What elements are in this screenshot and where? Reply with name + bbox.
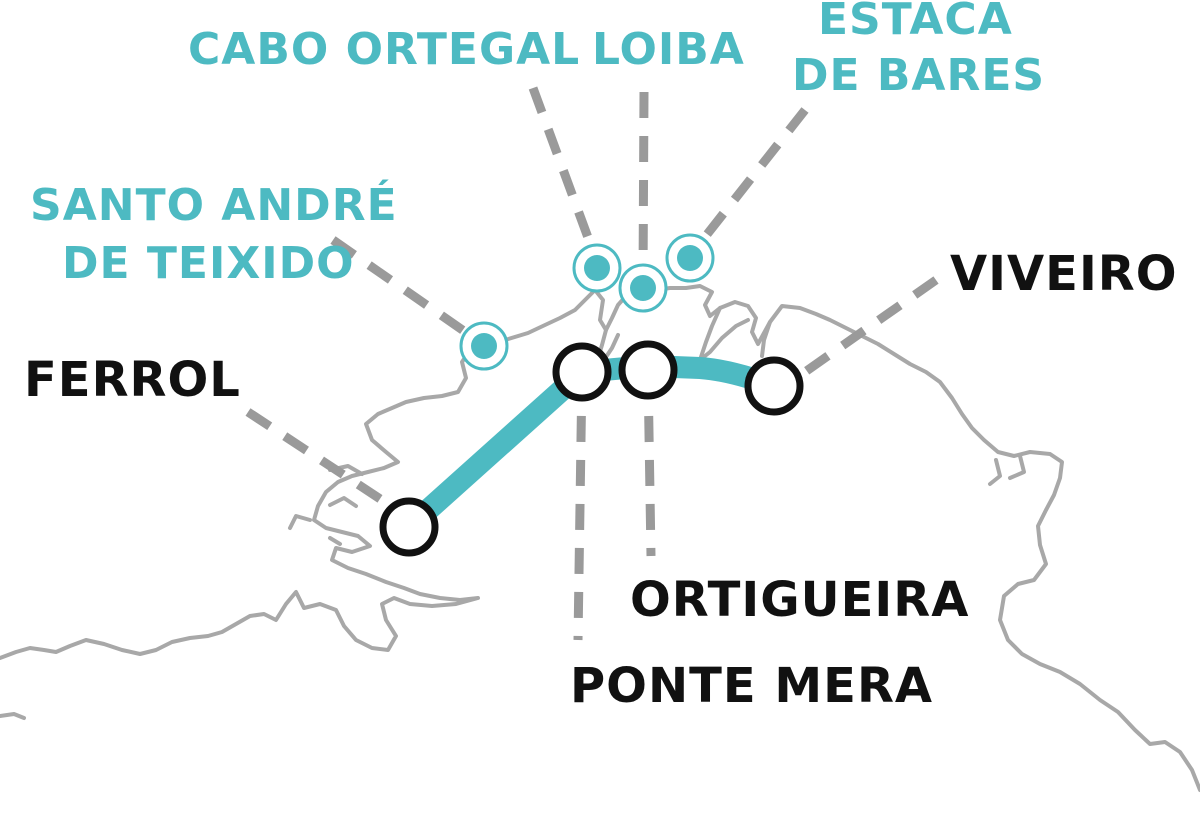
label-cabo-ortegal: CABO ORTEGAL: [188, 24, 580, 75]
stop-marker-ponte-mera[interactable]: [552, 342, 612, 402]
leader-viveiro: [802, 276, 939, 376]
poi-marker-santo-andre[interactable]: [459, 321, 509, 371]
stop-markers: [379, 340, 804, 557]
poi-labels: CABO ORTEGAL LOIBA ESTACA DE BARES SANTO…: [30, 0, 1045, 289]
leader-estaca-de-bares: [686, 107, 809, 259]
stop-marker-ortigueira[interactable]: [618, 340, 678, 400]
label-estaca-de-bares-line2: DE BARES: [792, 50, 1045, 101]
poi-marker-loiba[interactable]: [618, 263, 668, 313]
poi-marker-cabo-ortegal[interactable]: [572, 243, 622, 293]
coastline-rias: [288, 454, 1026, 546]
label-ponte-mera: PONTE MERA: [570, 658, 933, 714]
leader-cabo-ortegal: [528, 86, 602, 264]
leader-ortigueira: [643, 371, 656, 557]
stop-labels: FERROL VIVEIRO ORTIGUEIRA PONTE MERA: [24, 246, 1178, 714]
coastline-inlet-viveiro: [698, 306, 772, 362]
label-santo-andre-line1: SANTO ANDRÉ: [30, 178, 398, 231]
leader-loiba: [638, 91, 649, 283]
label-estaca-de-bares-line1: ESTACA: [818, 0, 1013, 45]
label-loiba: LOIBA: [592, 24, 745, 75]
coastline-west: [0, 348, 480, 660]
leader-ferrol: [245, 408, 403, 516]
label-ferrol: FERROL: [24, 352, 241, 408]
poi-markers: [459, 233, 715, 371]
label-ortigueira: ORTIGUEIRA: [630, 572, 969, 628]
label-santo-andre-line2: DE TEIXIDO: [62, 238, 355, 289]
coastline-north: [468, 284, 1200, 792]
leader-ponte-mera: [573, 371, 587, 641]
stop-marker-viveiro[interactable]: [744, 356, 804, 416]
stop-marker-ferrol[interactable]: [379, 497, 439, 557]
poi-marker-estaca-de-bares[interactable]: [665, 233, 715, 283]
leader-lines: [245, 86, 939, 641]
coastline: [0, 284, 1200, 792]
coastline-south-edge: [0, 712, 26, 720]
label-viveiro: VIVEIRO: [950, 246, 1178, 302]
leader-santo-andre: [330, 236, 487, 349]
